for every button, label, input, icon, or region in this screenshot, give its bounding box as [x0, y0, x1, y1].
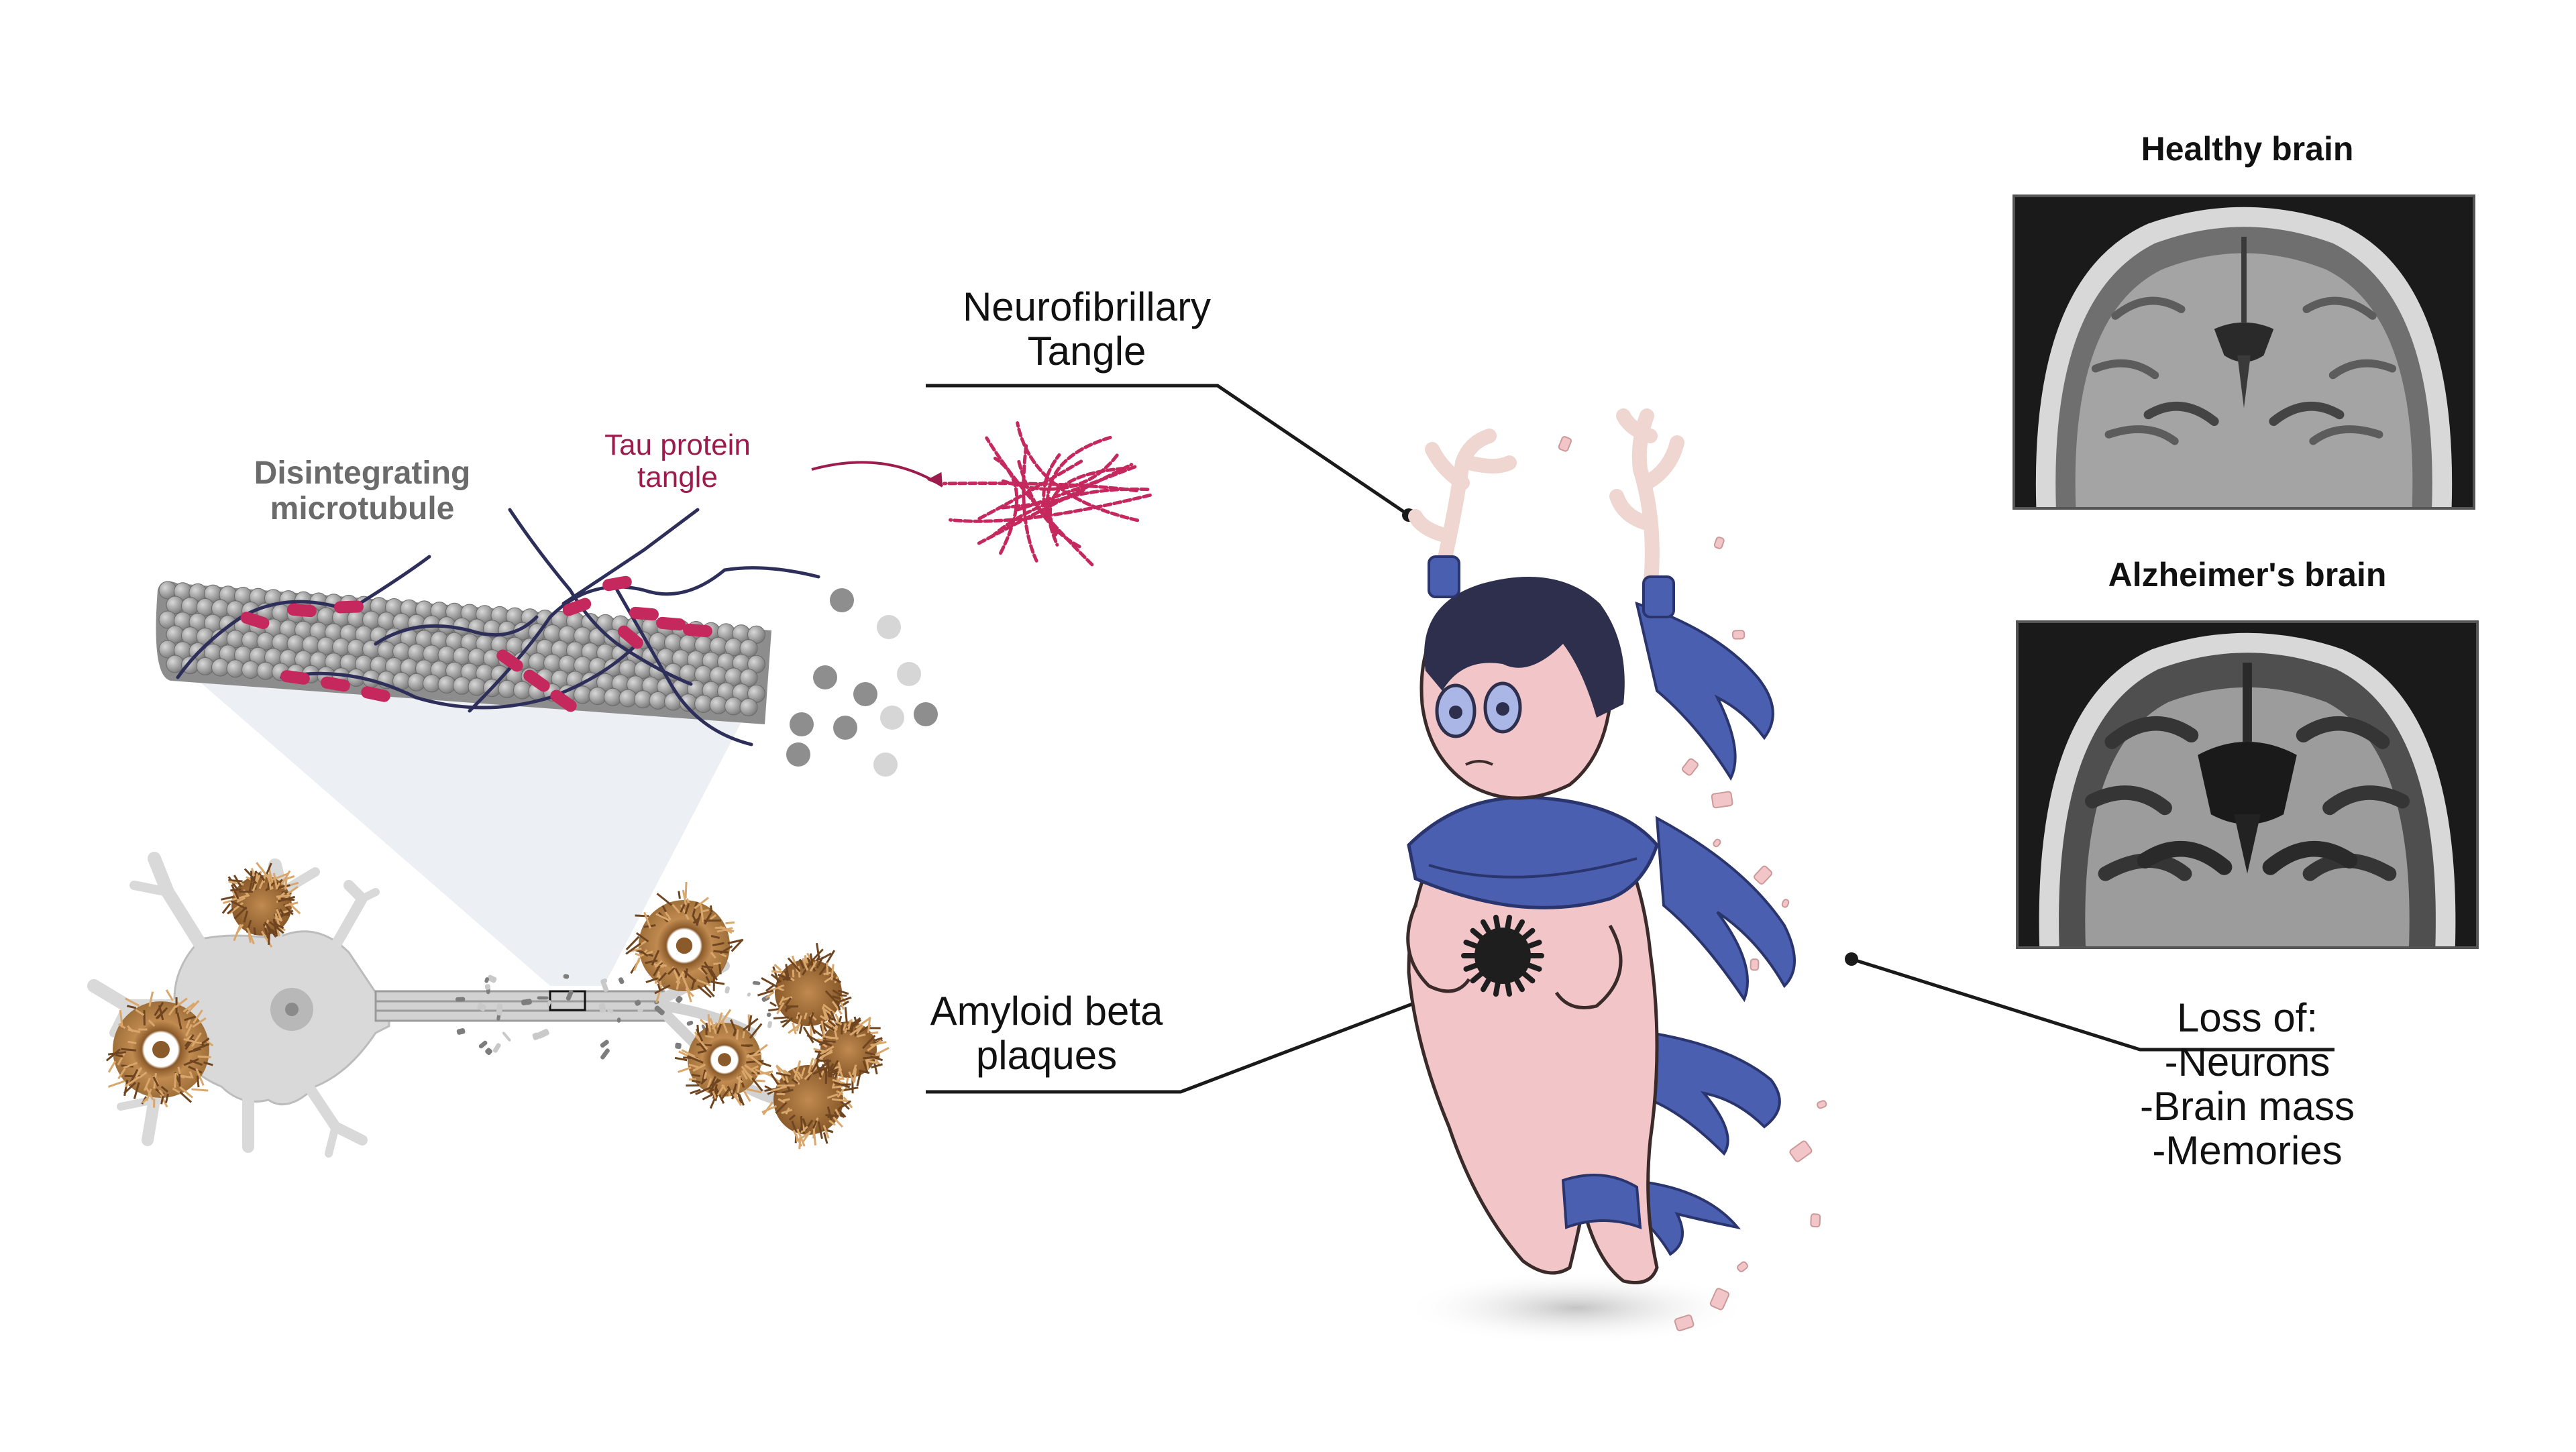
label-line: microtubule — [270, 490, 455, 526]
loss-of-list: Loss of: -Neurons -Brain mass -Memories — [2106, 996, 2388, 1173]
label-line: Tau protein — [604, 429, 751, 461]
zoom-cone — [195, 677, 765, 986]
creature-illustration — [1402, 408, 1796, 1345]
disintegrating-microtubule-label: Disintegrating microtubule — [221, 455, 503, 527]
alzheimers-brain-title: Alzheimer's brain — [2108, 556, 2387, 594]
tau-arrow — [811, 461, 944, 488]
loss-item: -Memories — [2152, 1128, 2343, 1173]
alzheimers-brain-mri — [2016, 620, 2479, 949]
label-line: plaques — [975, 1033, 1118, 1078]
label-line: Amyloid beta — [930, 989, 1163, 1034]
nft-leader-line — [926, 384, 1410, 517]
loss-item: -Brain mass — [2139, 1084, 2355, 1129]
label-line: Neurofibrillary — [962, 284, 1212, 329]
loss-item: -Neurons — [2164, 1040, 2330, 1084]
amyloid-leader-line — [926, 991, 1443, 1094]
label-line: Disintegrating — [254, 455, 471, 491]
mri-brain-icon — [2039, 632, 2456, 946]
healthy-brain-mri — [2012, 194, 2475, 510]
label-line: tangle — [637, 461, 718, 494]
healthy-brain-title: Healthy brain — [2141, 130, 2354, 168]
held-amyloid-plaque-icon — [1461, 914, 1544, 997]
label-line: Tangle — [1027, 329, 1146, 374]
mri-brain-icon — [2035, 207, 2453, 507]
tau-protein-tangle-label: Tau protein tangle — [577, 429, 778, 494]
free-tubulin-dimers — [786, 588, 938, 777]
tau-tangle-icon — [942, 421, 1152, 567]
loss-leader-line — [1851, 957, 2334, 1052]
neurofibrillary-tangle-label: Neurofibrillary Tangle — [926, 285, 1248, 374]
amyloid-beta-plaques-label: Amyloid beta plaques — [892, 989, 1201, 1078]
loss-of-heading: Loss of: — [2176, 995, 2318, 1040]
tau-protein-strands — [176, 508, 820, 746]
disintegrating-flakes — [1558, 436, 1827, 1331]
amyloid-plaque-icon — [105, 862, 890, 1150]
